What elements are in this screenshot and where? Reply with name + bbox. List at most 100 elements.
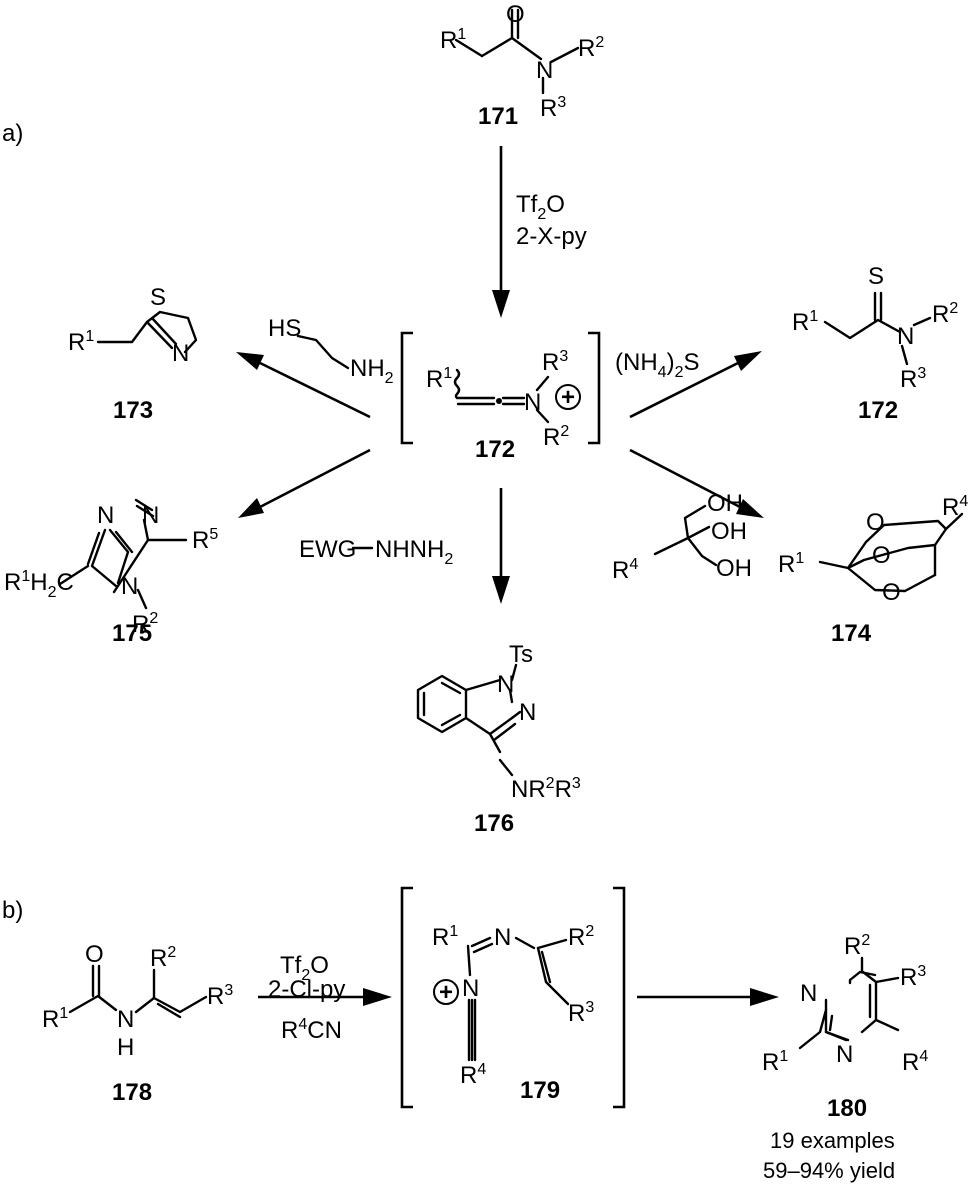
atom-n1: N	[497, 671, 514, 698]
compound-173: S N R1 173	[68, 284, 198, 424]
bracket-right	[588, 331, 601, 445]
atom-r1: R1	[778, 550, 804, 578]
atom-r3: R3	[568, 999, 594, 1027]
panel-label-a: a)	[2, 120, 23, 147]
compound-label-175: 175	[112, 620, 152, 647]
atom-n4: N	[121, 573, 138, 600]
atom-o: O	[85, 941, 104, 968]
atom-r3: R3	[207, 982, 233, 1010]
atom-n: N	[536, 57, 553, 84]
atom-h: H	[117, 1034, 134, 1061]
compound-label-180: 180	[827, 1095, 867, 1122]
reagent-r4: R4	[612, 556, 638, 584]
atom-r1: R1	[440, 26, 466, 54]
compound-label-176: 176	[474, 810, 514, 837]
atom-s: S	[868, 263, 884, 290]
atom-r1: R1	[762, 1048, 788, 1076]
reagent-hs: HS	[268, 315, 301, 342]
atom-nr2r3: NR2R3	[511, 775, 581, 803]
atom-n2: N	[519, 699, 536, 726]
arrow-to-172-thioamide	[629, 351, 762, 419]
atom-r2: R2	[150, 944, 176, 972]
atom-r4: R4	[460, 1061, 486, 1089]
panel-label-b: b)	[2, 897, 23, 924]
compound-label-178: 178	[112, 1079, 152, 1106]
atom-r3: R3	[900, 963, 926, 991]
atom-r1: R1	[426, 365, 452, 393]
reagent-nhnh2: NHNH2	[375, 536, 453, 568]
atom-r3: R3	[542, 348, 568, 376]
atom-n2: N	[142, 502, 159, 529]
compound-174: O O O R1 R4 174	[778, 493, 968, 647]
atom-r2: R2	[844, 932, 870, 960]
bracket-left	[400, 886, 413, 1109]
atom-o2: O	[872, 542, 891, 569]
compound-label-171: 171	[478, 103, 518, 130]
compound-171: O R1 N R2 R3 171	[440, 1, 604, 130]
bracket-left	[400, 331, 413, 445]
reagent-cysteamine: HS NH2	[268, 315, 394, 387]
bracket-right	[613, 886, 626, 1109]
atom-s: S	[150, 284, 166, 311]
atom-n3: N	[836, 1041, 853, 1068]
atom-n1: N	[800, 980, 817, 1007]
atom-r2: R2	[932, 300, 958, 328]
compound-label-172-intermediate: 172	[475, 436, 515, 463]
compound-176: Ts N N NR2R3 176	[416, 641, 581, 837]
compound-175: N N N R5 R1H2C R2 175	[4, 498, 218, 647]
positive-charge: +	[439, 979, 453, 1006]
compound-172-thioamide: S N R1 R2 R3 172	[792, 263, 958, 424]
atom-r3: R3	[540, 94, 566, 122]
svg-text:R4CN: R4CN	[281, 1016, 342, 1044]
reagent-nh2: NH2	[350, 355, 394, 387]
positive-charge-circle	[433, 979, 459, 1005]
atom-r1: R1	[68, 328, 94, 356]
compound-label-174: 174	[831, 620, 872, 647]
yield-range: 59–94% yield	[763, 1158, 895, 1183]
atom-n1: N	[97, 502, 114, 529]
reagent-triol: OH OH OH R4	[612, 490, 752, 584]
compound-label-172: 172	[858, 397, 898, 424]
reagent-2-cl-pyridine: 2-Cl-py	[268, 976, 345, 1003]
atom-r4: R4	[942, 493, 968, 521]
svg-text:Tf2O: Tf2O	[516, 191, 565, 223]
reagent-oh2: OH	[711, 518, 747, 545]
reagent-nitrile: R4CN	[281, 1016, 342, 1044]
compound-label-173: 173	[113, 397, 153, 424]
atom-o3: O	[882, 579, 901, 606]
atom-r2: R2	[578, 34, 604, 62]
atom-r4: R4	[902, 1048, 928, 1076]
arrow-to-173	[236, 352, 371, 419]
svg-text:(NH4)2S: (NH4)2S	[615, 349, 699, 381]
atom-n: N	[117, 1006, 134, 1033]
atom-n2: N	[462, 975, 479, 1002]
atom-n: N	[897, 323, 914, 350]
svg-text:Tf2O: Tf2O	[280, 952, 329, 984]
atom-o: O	[506, 1, 525, 28]
compound-label-179: 179	[520, 1077, 560, 1104]
atom-r2: R2	[132, 610, 158, 638]
atom-r1: R1	[42, 1005, 68, 1033]
atom-ts: Ts	[509, 641, 533, 668]
atom-n: N	[172, 340, 189, 367]
atom-r2: R2	[543, 423, 569, 451]
reagent-2-x-pyridine: 2-X-py	[516, 223, 587, 250]
positive-charge-circle	[555, 384, 581, 410]
reagent-ammonium-sulfide: (NH4)2S	[615, 349, 699, 381]
arrow-178-to-179	[258, 988, 392, 1006]
reagent-tf2o-b: Tf2O	[280, 952, 329, 984]
arrow-to-175	[238, 448, 371, 518]
compound-180: N N R2 R3 R1 R4 180 19 examples 59–94% y…	[762, 932, 928, 1183]
reagent-tf2o: Tf2O	[516, 191, 565, 223]
atom-n: N	[524, 389, 541, 416]
atom-r5: R5	[192, 526, 218, 554]
atom-r1: R1	[432, 923, 458, 951]
atom-r1: R1	[792, 308, 818, 336]
atom-o1: O	[866, 509, 885, 536]
reagent-hydrazine: EWG NHNH2	[299, 536, 453, 568]
reagent-oh3: OH	[716, 555, 752, 582]
atom-r2: R2	[568, 923, 594, 951]
compound-178: O R1 N H R2 R3 178	[42, 941, 233, 1106]
positive-charge: +	[561, 384, 575, 411]
